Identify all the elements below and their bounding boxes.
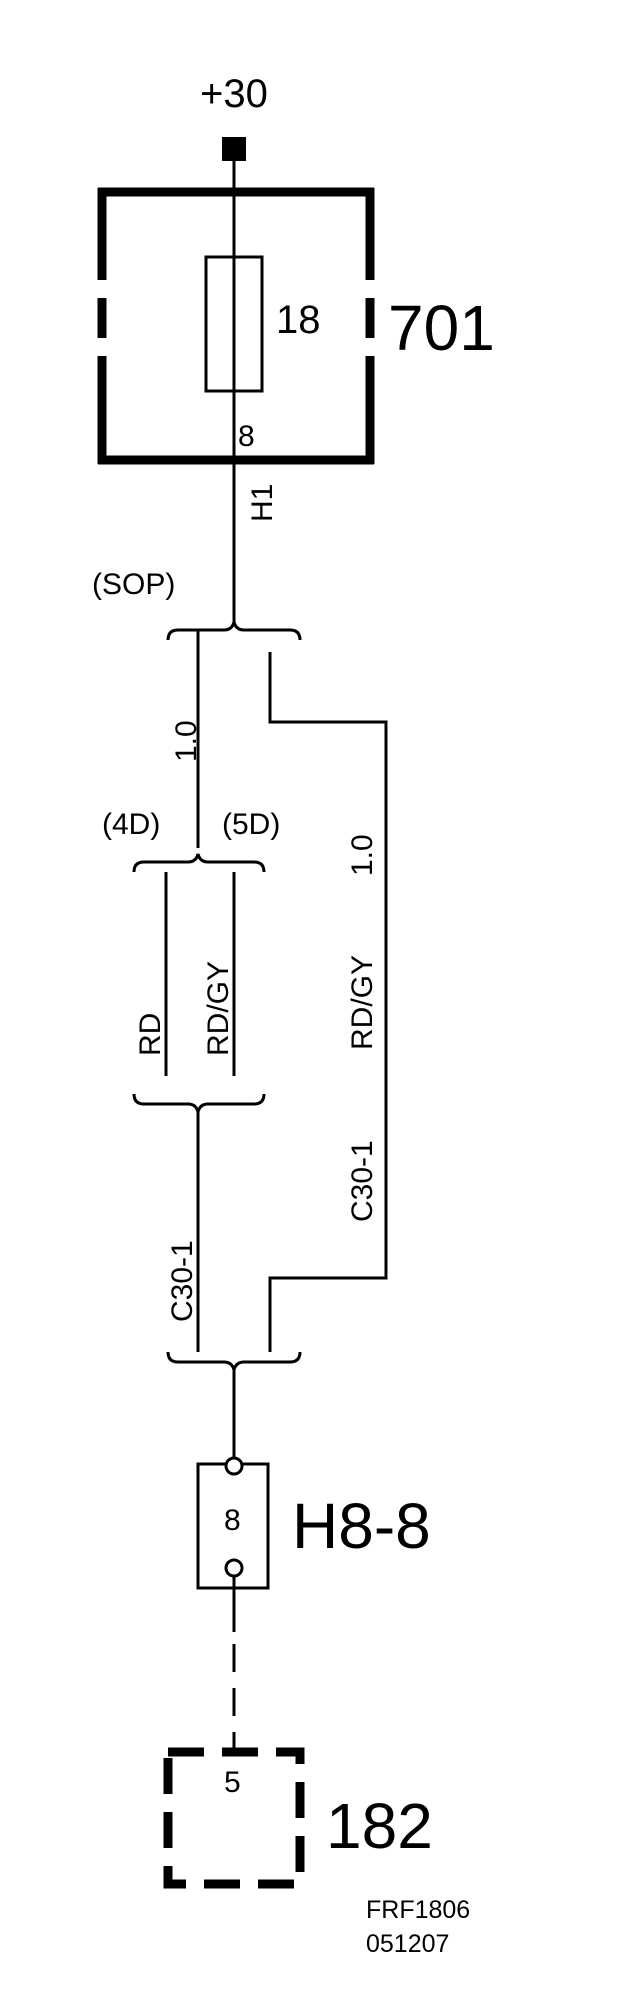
wire-branch-rdgy-color: RD/GY [202, 961, 235, 1056]
wire-left-lower-connector: C30-1 [166, 1240, 199, 1322]
component-182-outline [163, 1747, 305, 1889]
connector-h8-pin-bottom-icon [224, 1558, 244, 1578]
component-pin: 5 [224, 1766, 241, 1799]
splice-brace-middle-top [132, 853, 266, 873]
wire-right-loop [268, 652, 388, 1352]
branch-left-label: (4D) [102, 808, 160, 841]
reference-date: 051207 [366, 1930, 449, 1958]
wire-branch-rd-color: RD [134, 1013, 167, 1056]
splice-brace-middle-bottom [132, 1093, 266, 1113]
wire-right-color: RD/GY [346, 955, 379, 1050]
fuse-box-outline [97, 187, 375, 465]
splice-brace-lower [166, 1351, 302, 1371]
supply-label: +30 [200, 72, 268, 116]
fuse-number: 18 [276, 298, 321, 342]
reference-code: FRF1806 [366, 1896, 470, 1924]
wire-right-connector: C30-1 [346, 1140, 379, 1222]
wire-right-size: 1.0 [346, 834, 379, 876]
fuse-box-id: 701 [388, 292, 495, 364]
splice-brace-upper [166, 621, 302, 641]
wire-left-upper-size: 1.0 [170, 720, 203, 762]
splice-sop-label: (SOP) [92, 568, 175, 601]
connector-h8-pin: 8 [224, 1504, 241, 1537]
connector-h8-pin-top-icon [224, 1456, 244, 1476]
component-id: 182 [326, 1790, 433, 1862]
fuse-box-connector: H1 [246, 484, 279, 522]
fuse-box-pin: 8 [238, 420, 255, 453]
connector-h8-id: H8-8 [292, 1490, 431, 1562]
branch-right-label: (5D) [222, 808, 280, 841]
